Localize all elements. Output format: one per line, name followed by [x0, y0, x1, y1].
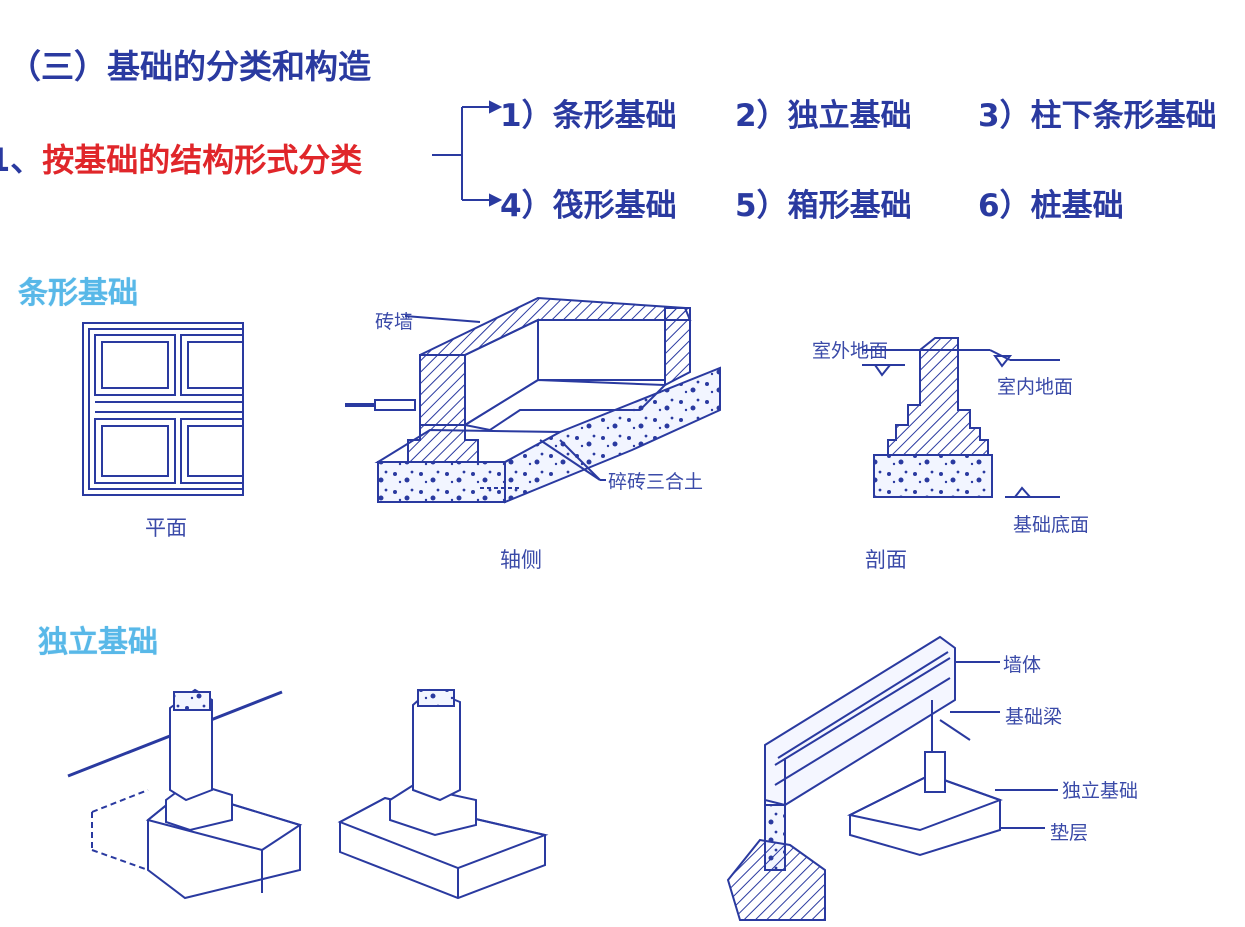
plan-view-drawing — [82, 322, 244, 496]
label-lime-concrete: 碎砖三合土 — [608, 471, 704, 493]
classification-label: 1、按基础的结构形式分类 — [0, 135, 362, 181]
type-item-strip: 1）条形基础 — [500, 98, 677, 134]
page-title: （三）基础的分类和构造 — [8, 47, 371, 86]
plan-caption: 平面 — [145, 516, 187, 540]
axon-view-drawing — [345, 296, 721, 504]
type-item-isolated: 2）独立基础 — [735, 98, 912, 134]
wall-on-footing — [726, 635, 1058, 921]
label-cushion: 垫层 — [1050, 822, 1089, 844]
isolated-footing-1 — [67, 688, 303, 900]
strip-heading: 条形基础 — [18, 276, 138, 311]
bracket-connector — [432, 100, 503, 207]
classification-number: 1、 — [0, 141, 43, 179]
isolated-heading: 独立基础 — [38, 625, 158, 660]
label-isolated: 独立基础 — [1062, 780, 1139, 802]
label-wall: 墙体 — [1003, 654, 1042, 676]
isolated-footing-2 — [337, 688, 549, 900]
label-beam: 基础梁 — [1005, 706, 1063, 728]
label-indoor-ground: 室内地面 — [997, 376, 1074, 398]
type-item-pile: 6）桩基础 — [978, 188, 1124, 224]
label-brick-wall: 砖墙 — [375, 311, 414, 333]
type-item-column-strip: 3）柱下条形基础 — [978, 98, 1217, 134]
axon-caption: 轴侧 — [500, 548, 542, 572]
type-item-raft: 4）筏形基础 — [500, 188, 677, 224]
classification-text: 按基础的结构形式分类 — [42, 141, 363, 179]
label-foundation-bottom: 基础底面 — [1013, 514, 1090, 536]
label-outdoor-ground: 室外地面 — [812, 340, 889, 362]
section-view-drawing — [862, 337, 1060, 498]
section-caption: 剖面 — [865, 548, 907, 572]
type-item-box: 5）箱形基础 — [735, 188, 912, 224]
